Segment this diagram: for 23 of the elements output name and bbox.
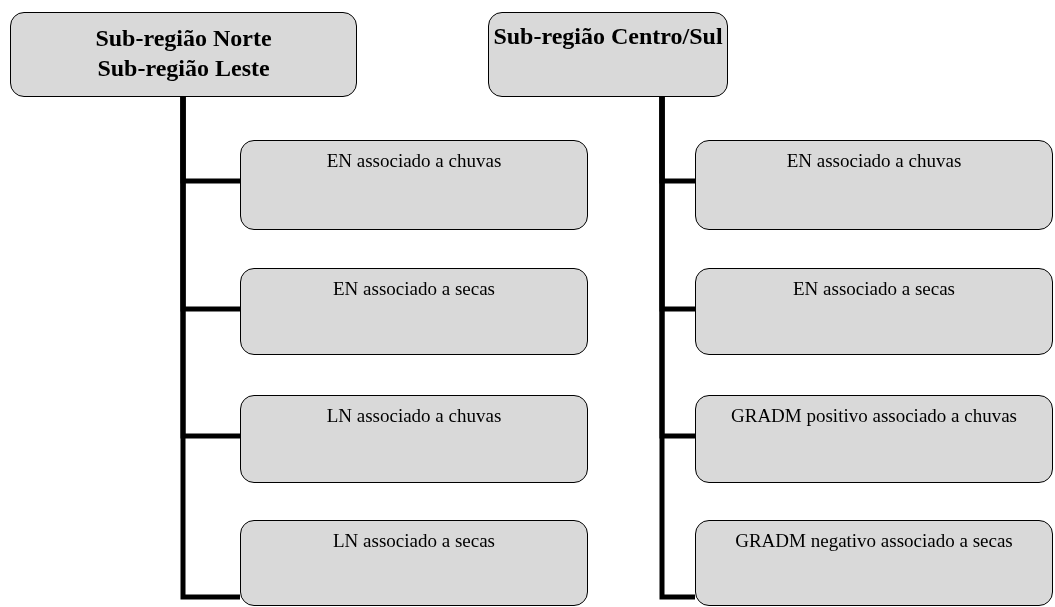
region-box bbox=[10, 12, 357, 97]
category-box bbox=[240, 140, 588, 230]
box-text: EN associado a chuvas bbox=[325, 149, 503, 173]
category-box bbox=[695, 140, 1053, 230]
category-box bbox=[695, 268, 1053, 355]
box-text: Sub-região Centro/Sul bbox=[492, 22, 724, 51]
connector-line bbox=[180, 97, 240, 600]
box-text: Sub-região Norte bbox=[94, 24, 273, 53]
box-text: GRADM positivo associado a chuvas bbox=[730, 404, 1018, 428]
box-text: LN associado a chuvas bbox=[325, 404, 503, 428]
box-text: GRADM negativo associado a secas bbox=[734, 529, 1014, 553]
category-box bbox=[240, 520, 588, 606]
box-text: LN associado a secas bbox=[332, 529, 496, 553]
category-box bbox=[240, 395, 588, 483]
box-text: Sub-região Leste bbox=[96, 54, 271, 83]
category-box bbox=[240, 268, 588, 355]
box-text: EN associado a secas bbox=[792, 277, 956, 301]
connector-line bbox=[659, 97, 695, 600]
category-box bbox=[695, 520, 1053, 606]
box-text: EN associado a chuvas bbox=[785, 149, 963, 173]
region-box bbox=[488, 12, 728, 97]
category-box bbox=[695, 395, 1053, 483]
box-text: EN associado a secas bbox=[332, 277, 496, 301]
